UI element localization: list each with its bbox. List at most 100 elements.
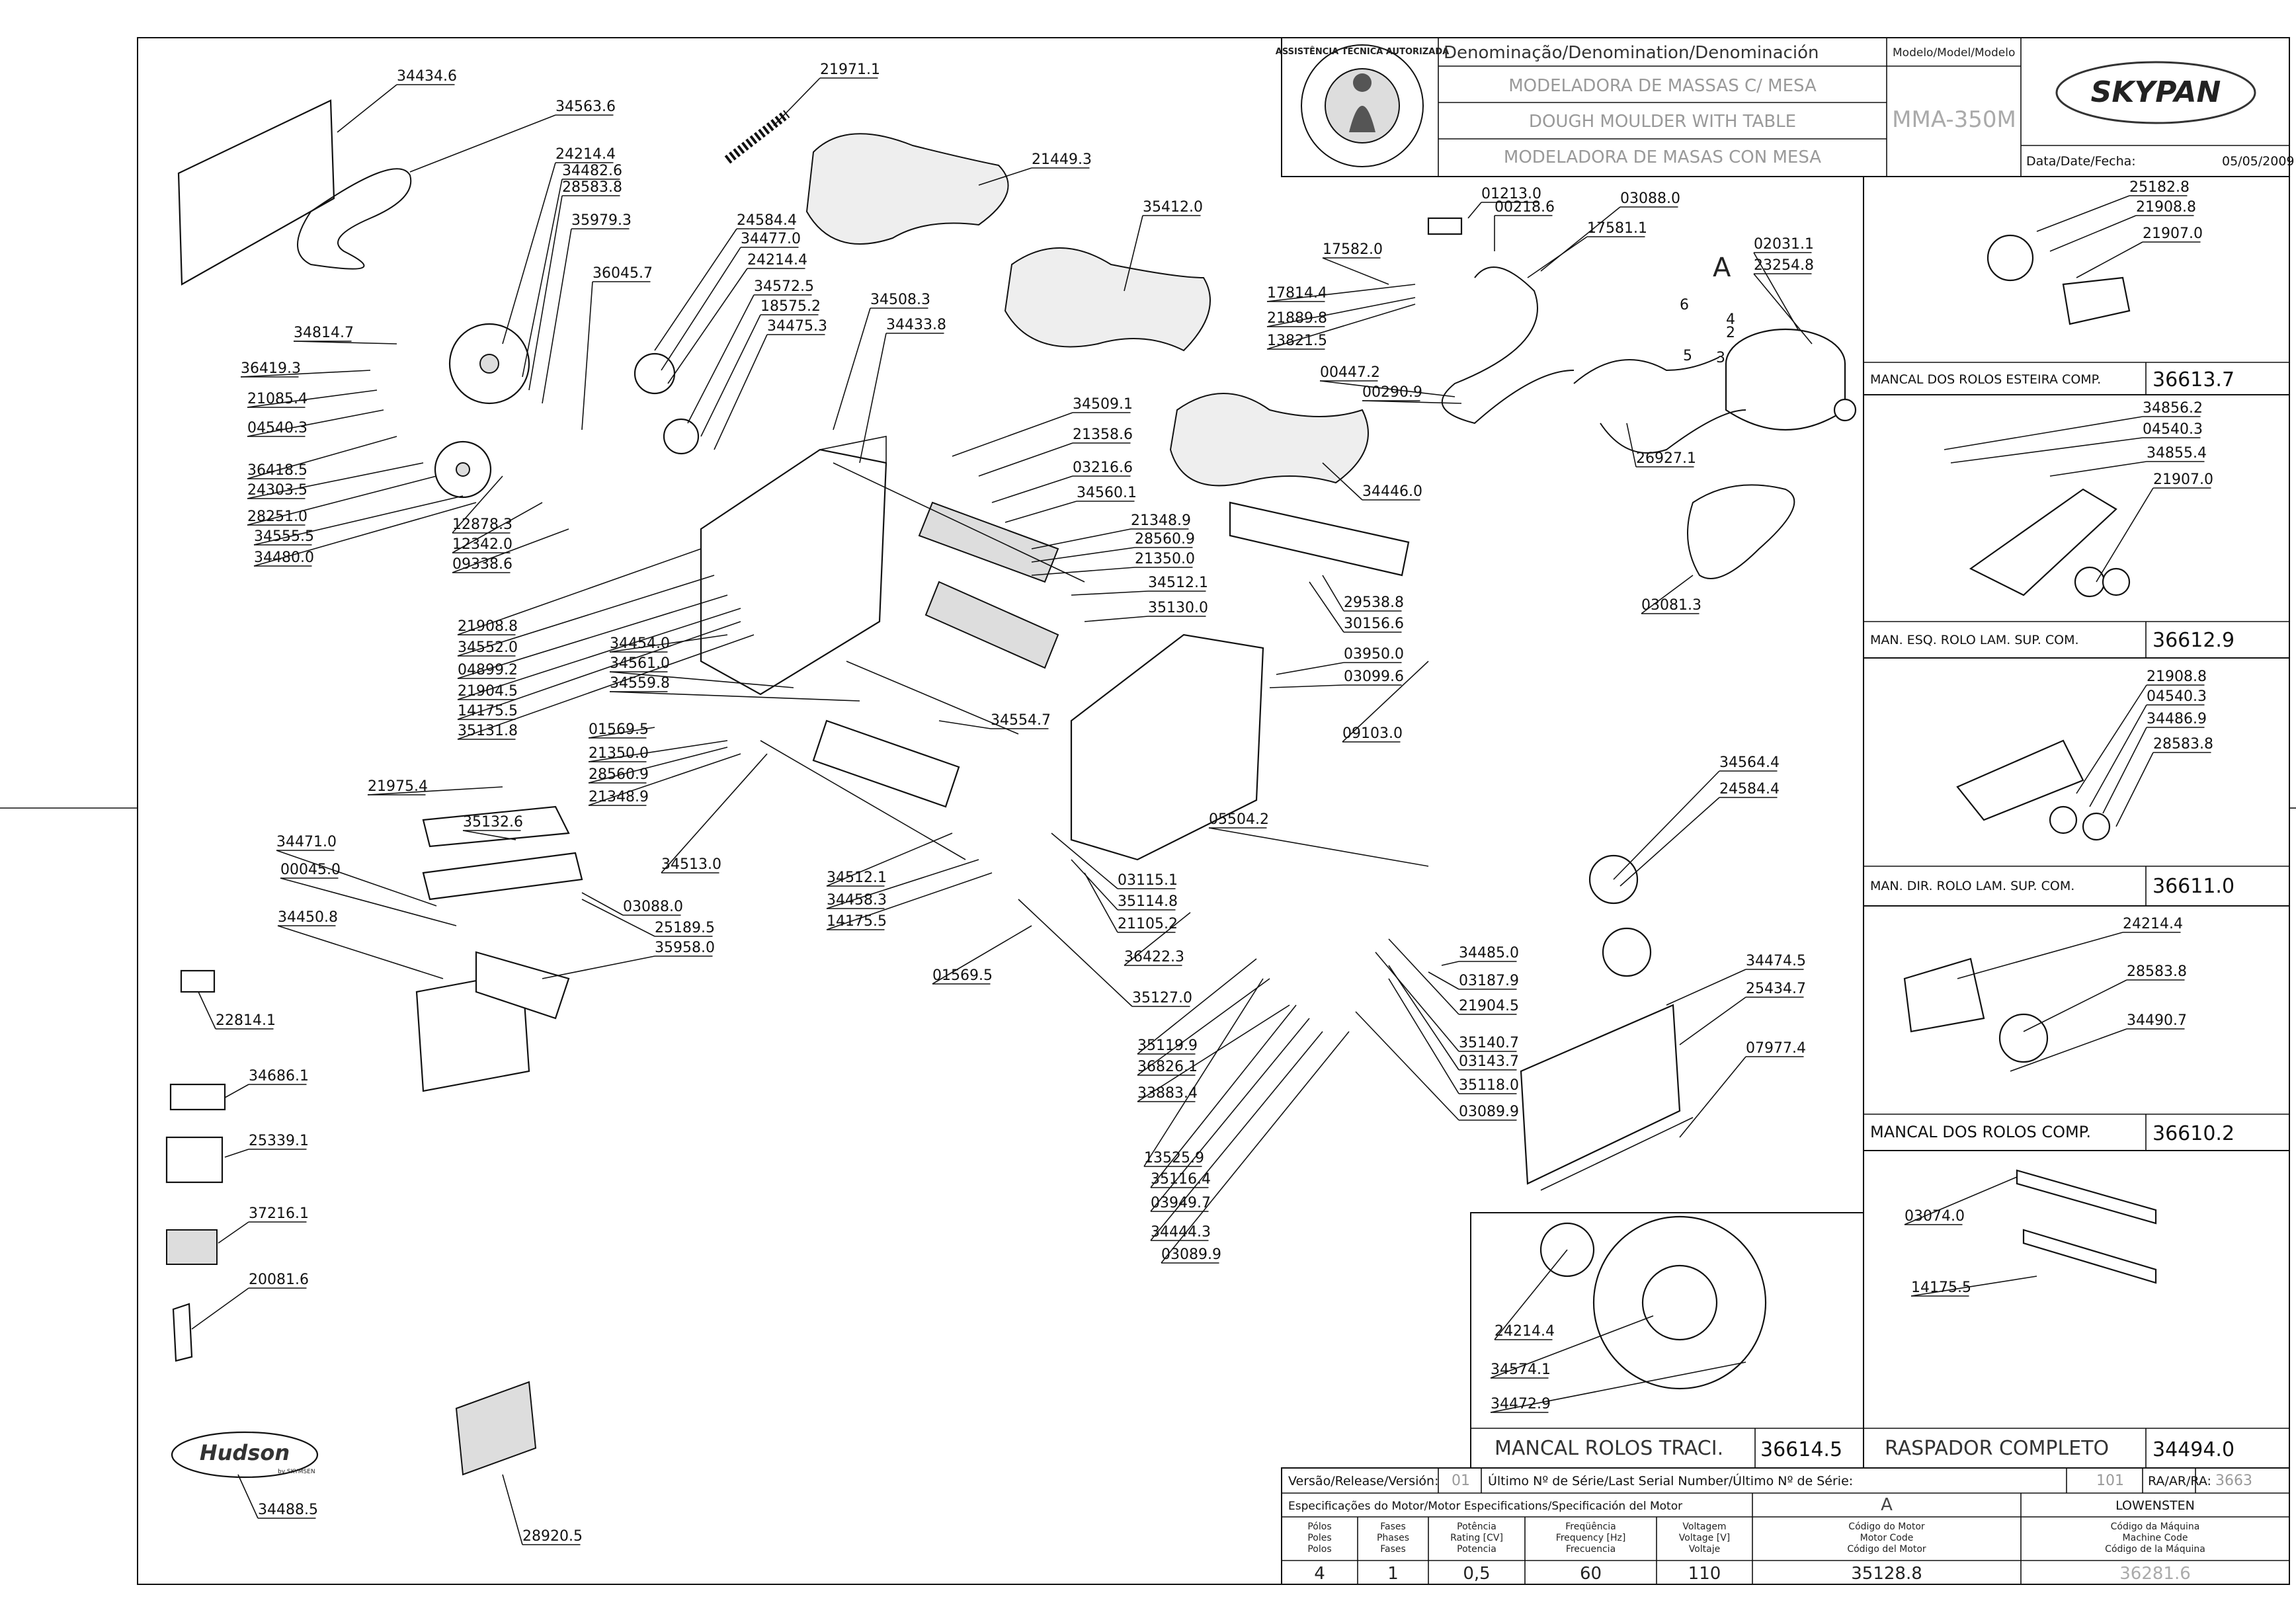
callout-leader <box>1753 252 1799 331</box>
sub-title-5: MANCAL ROLOS TRACI. <box>1495 1437 1723 1460</box>
callout-leader <box>1355 1011 1459 1121</box>
model-number: MMA-350M <box>1892 106 2016 133</box>
part-number-label: 34856.2 <box>2143 400 2203 417</box>
part-number-label: 34563.6 <box>555 99 616 115</box>
part-number-label: 34559.8 <box>610 675 670 692</box>
callout-leader <box>2036 195 2130 232</box>
spec-header-2: Potencia <box>1457 1544 1496 1555</box>
part-number-label: 21904.5 <box>1459 998 1519 1014</box>
part-number-label: 35958.0 <box>655 940 715 956</box>
part-number-label: 03950.0 <box>1344 646 1404 663</box>
part-number-label: 25434.7 <box>1746 981 1806 997</box>
version-label: Versão/Release/Versión: <box>1288 1474 1439 1488</box>
part-number-label: 21908.8 <box>458 618 518 635</box>
part-number-label: 03115.1 <box>1118 872 1178 889</box>
chain <box>724 110 790 164</box>
callout-leader <box>1620 797 1720 887</box>
part-number-label: 28560.9 <box>589 766 649 783</box>
callout-leader <box>938 720 991 729</box>
part-number-label: 34513.0 <box>661 856 721 873</box>
authorized-service-seal: ASSISTÊNCIA TÉCNICA AUTORIZADA <box>1276 44 1449 167</box>
motor-maker: LOWENSTEN <box>2115 1498 2195 1513</box>
callout-leader <box>1527 236 1588 278</box>
callout-leader <box>661 247 741 371</box>
callout-leader <box>826 872 993 930</box>
part-number-label: 24214.4 <box>1495 1323 1555 1340</box>
callout-leader <box>1150 1004 1297 1188</box>
part-number-label: 17581.1 <box>1587 220 1647 237</box>
part-number-label: 21350.0 <box>589 745 649 762</box>
info-sticker <box>166 1229 218 1265</box>
part-number-label: 03089.9 <box>1459 1104 1519 1120</box>
callout-leader <box>1613 770 1720 880</box>
guard-plate <box>475 951 570 1020</box>
callout-leader <box>1071 590 1149 596</box>
version-value: 01 <box>1452 1473 1470 1489</box>
callout-leader <box>1388 978 1459 1094</box>
part-number-label: 03089.9 <box>1161 1246 1221 1263</box>
gear-2 <box>663 418 700 455</box>
spec-header-1: Fases <box>1380 1544 1406 1555</box>
part-number-label: 25189.5 <box>655 920 715 936</box>
part-number-label: 30156.6 <box>1344 616 1404 632</box>
skypan-logo: SKYPAN <box>2055 61 2256 124</box>
spec-value-6: 36281.6 <box>2119 1564 2191 1584</box>
part-number-label: 14175.5 <box>827 913 887 930</box>
callout-leader <box>2089 704 2147 807</box>
part-number-label: 34490.7 <box>2127 1012 2187 1029</box>
callout-leader <box>1031 547 1135 563</box>
part-number-label: 35114.8 <box>1118 893 1178 910</box>
part-number-label: 21449.3 <box>1032 151 1092 168</box>
callout-leader <box>2115 752 2154 827</box>
callout-leader <box>978 167 1032 186</box>
part-number-label: 36422.3 <box>1124 949 1184 965</box>
hudson-logo: Hudson by SKYMSEN <box>171 1431 319 1479</box>
part-number-label: 34458.3 <box>827 892 887 909</box>
part-number-label: 34433.8 <box>886 317 946 333</box>
callout-leader <box>700 314 761 437</box>
callout-leader <box>502 1474 523 1545</box>
callout-leader <box>1950 437 2143 464</box>
spec-value-0: 4 <box>1314 1564 1325 1584</box>
part-number-label: 03074.0 <box>1905 1208 1965 1225</box>
part-number-label: 35130.0 <box>1148 600 1208 616</box>
part-number-label: 25182.8 <box>2129 179 2190 196</box>
callout-leader <box>1322 462 1363 501</box>
part-number-label: 21908.8 <box>2136 199 2196 216</box>
callout-leader <box>1031 567 1135 576</box>
callout-leader <box>1084 616 1149 622</box>
callout-leader <box>337 84 397 133</box>
callout-leader <box>1957 932 2123 979</box>
part-number-label: 04899.2 <box>458 662 518 678</box>
part-number-label: 20081.6 <box>249 1272 309 1288</box>
part-number-label: 34472.9 <box>1491 1396 1551 1412</box>
part-number-label: 01569.5 <box>932 967 993 984</box>
callout-leader <box>1150 1031 1323 1241</box>
part-number-label: 35412.0 <box>1143 199 1203 216</box>
part-number-label: 34561.0 <box>610 655 670 672</box>
part-number-label: 34814.7 <box>294 325 354 341</box>
callout-leader <box>1342 661 1429 743</box>
callout-leader <box>1124 912 1191 966</box>
spec-value-2: 0,5 <box>1463 1564 1490 1584</box>
ra-value: 3663 <box>2215 1473 2252 1489</box>
plate-2 <box>422 852 583 901</box>
part-number-label: 36419.3 <box>241 360 301 377</box>
part-number-label: 21907.0 <box>2143 225 2203 242</box>
callout-leader <box>1375 952 1459 1052</box>
callout-leader <box>588 727 655 739</box>
part-number-label: 21975.4 <box>368 778 428 795</box>
callout-leader <box>462 830 516 840</box>
callout-leader <box>1319 380 1456 397</box>
callout-leader <box>542 228 572 404</box>
part-number-label: 34552.0 <box>458 639 518 656</box>
spec-header-5: Código del Motor <box>1847 1544 1926 1555</box>
part-number-label: 24584.4 <box>737 212 797 229</box>
title-block: ASSISTÊNCIA TÉCNICA AUTORIZADA Denominaç… <box>1276 37 2295 177</box>
callout-leader <box>528 195 563 391</box>
serial-label: Último Nº de Série/Last Serial Number/Úl… <box>1488 1473 1853 1488</box>
sub-title-2: MAN. ESQ. ROLO LAM. SUP. COM. <box>1870 633 2079 647</box>
part-number-label: 34508.3 <box>870 292 930 308</box>
callout-leader <box>1490 1361 1746 1413</box>
